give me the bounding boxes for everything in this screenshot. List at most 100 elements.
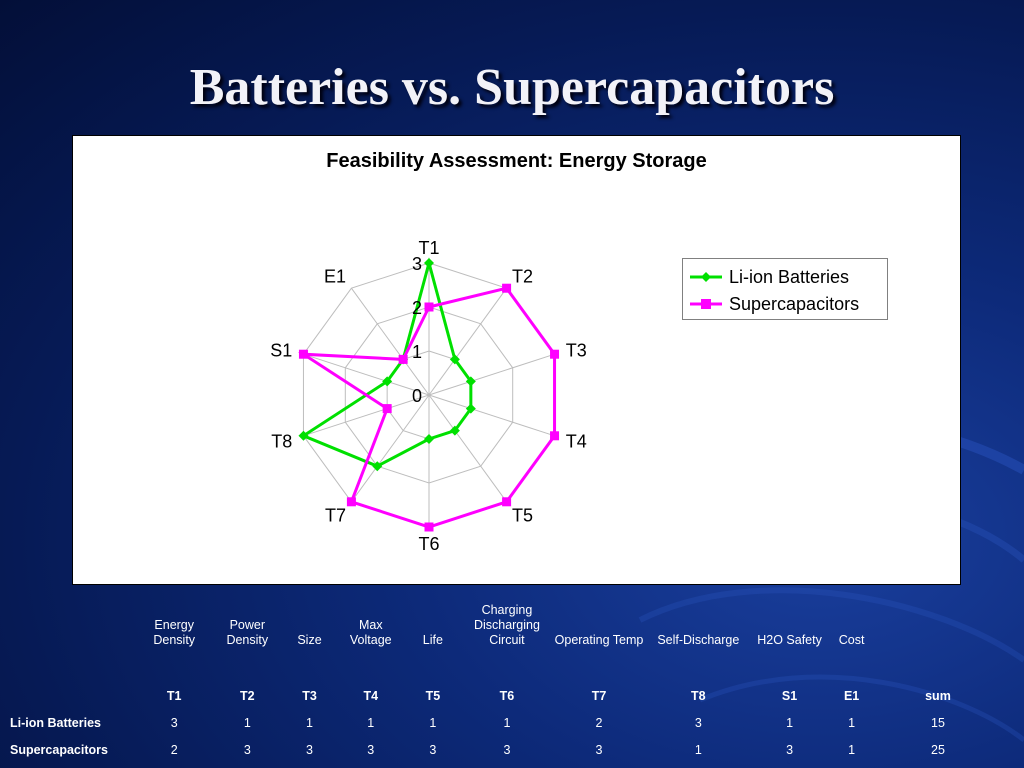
table-cell: 2	[595, 715, 603, 730]
desc-cell: Self-Discharge	[657, 633, 740, 647]
category-label: T1	[418, 238, 439, 258]
column-header: T7	[591, 688, 607, 703]
desc-cell	[876, 590, 1000, 648]
column-header: T1	[166, 688, 182, 703]
table-cell: 25	[931, 742, 945, 757]
radial-tick-label: 1	[412, 342, 422, 362]
table-cell: 1	[503, 715, 511, 730]
data-point	[465, 403, 476, 414]
table-cell: 3	[243, 742, 251, 757]
table-cell: 3	[786, 742, 794, 757]
grid-spoke	[303, 394, 430, 437]
data-point	[346, 497, 356, 507]
radial-tick-label: 0	[412, 386, 422, 406]
data-point	[502, 283, 512, 293]
category-label: T6	[418, 534, 439, 554]
legend-li-ion-swatch	[690, 272, 722, 282]
category-label: S1	[270, 340, 292, 360]
radial-tick-label: 3	[412, 254, 422, 274]
desc-cell: H2O Safety	[757, 633, 822, 647]
column-header: T6	[499, 688, 515, 703]
category-label: T2	[512, 266, 533, 286]
desc-cell: Max Voltage	[349, 618, 392, 647]
grid-spoke	[351, 287, 430, 396]
category-label: T4	[566, 432, 587, 452]
column-header: T3	[302, 688, 317, 703]
grid-spoke	[428, 353, 555, 396]
chart-legend: Li-ion Batteries Supercapacitors	[682, 258, 888, 320]
desc-cell: Life	[422, 633, 443, 647]
column-header: E1	[843, 688, 860, 703]
table-cell: 1	[694, 742, 702, 757]
column-header: S1	[781, 688, 798, 703]
series-line-li-ion	[300, 257, 473, 468]
table-cell: 15	[931, 715, 945, 730]
row-label: Li-ion Batteries	[10, 715, 101, 730]
desc-cell: Charging Discharging Circuit	[473, 603, 540, 647]
table-cell: 3	[170, 715, 178, 730]
category-label: T3	[566, 340, 587, 360]
data-point	[449, 354, 460, 365]
desc-cell: Energy Density	[153, 618, 196, 647]
data-point	[465, 376, 476, 387]
data-point	[449, 425, 460, 436]
table-row: Supercapacitors 2 3 3 3 3 3 3 1 3 1 25	[0, 736, 1000, 763]
table-cell: 1	[848, 715, 856, 730]
data-point	[382, 404, 392, 414]
category-label: T5	[512, 506, 533, 526]
data-point	[424, 522, 434, 532]
desc-cell: Power Density	[226, 618, 269, 647]
table-cell: 3	[503, 742, 511, 757]
chart-title: Feasibility Assessment: Energy Storage	[326, 150, 707, 172]
grid-spoke	[428, 394, 507, 503]
legend-item-li-ion: Li-ion Batteries	[689, 265, 849, 289]
table-cell: 1	[367, 715, 375, 730]
table-cell: 1	[243, 715, 251, 730]
table-cell: 3	[429, 742, 437, 757]
table-row: Li-ion Batteries 3 1 1 1 1 1 2 3 1 1 15	[0, 709, 1000, 736]
column-header: T4	[363, 688, 379, 703]
desc-cell: Operating Temp	[554, 633, 644, 647]
grid-spoke	[303, 353, 430, 396]
category-label: T7	[325, 506, 346, 526]
radial-tick-label: 2	[412, 298, 422, 318]
data-point	[424, 302, 434, 312]
table-cell: 3	[694, 715, 702, 730]
category-label: E1	[324, 266, 346, 286]
slide-title: Batteries vs. Supercapacitors	[189, 59, 835, 116]
table-cell: 3	[367, 742, 375, 757]
data-point	[398, 354, 408, 364]
data-point	[502, 497, 512, 507]
column-header: T2	[240, 688, 255, 703]
data-point	[550, 431, 560, 441]
data-point	[550, 349, 560, 359]
grid-spoke	[428, 394, 555, 437]
desc-cell: Size	[297, 633, 322, 647]
table-cell: 3	[306, 742, 313, 757]
data-point	[424, 258, 434, 268]
legend-item-supercap: Supercapacitors	[689, 292, 859, 316]
table-cell: 1	[306, 715, 313, 730]
grid-spoke	[428, 287, 507, 396]
table-cell: 2	[170, 742, 178, 757]
data-point	[372, 461, 383, 472]
column-header: sum	[925, 688, 951, 703]
table-cell: 1	[848, 742, 856, 757]
grid-spoke	[351, 394, 430, 503]
data-point	[382, 376, 393, 387]
table-header-row: T1 T2 T3 T4 T5 T6 T7 T8 S1 E1 sum	[0, 682, 1000, 709]
table-cell: 1	[429, 715, 437, 730]
data-point	[424, 434, 434, 444]
table-description-row: Energy Density Power Density Size Max Vo…	[0, 590, 1000, 648]
data-point	[298, 430, 309, 441]
legend-supercap-label: Supercapacitors	[729, 293, 860, 314]
column-header: T8	[691, 688, 706, 703]
table-cell: 1	[786, 715, 794, 730]
table-cell: 3	[595, 742, 603, 757]
legend-supercap-swatch	[690, 299, 722, 309]
data-table: Energy Density Power Density Size Max Vo…	[0, 590, 1000, 763]
row-label: Supercapacitors	[10, 742, 108, 757]
legend-li-ion-label: Li-ion Batteries	[729, 266, 850, 287]
